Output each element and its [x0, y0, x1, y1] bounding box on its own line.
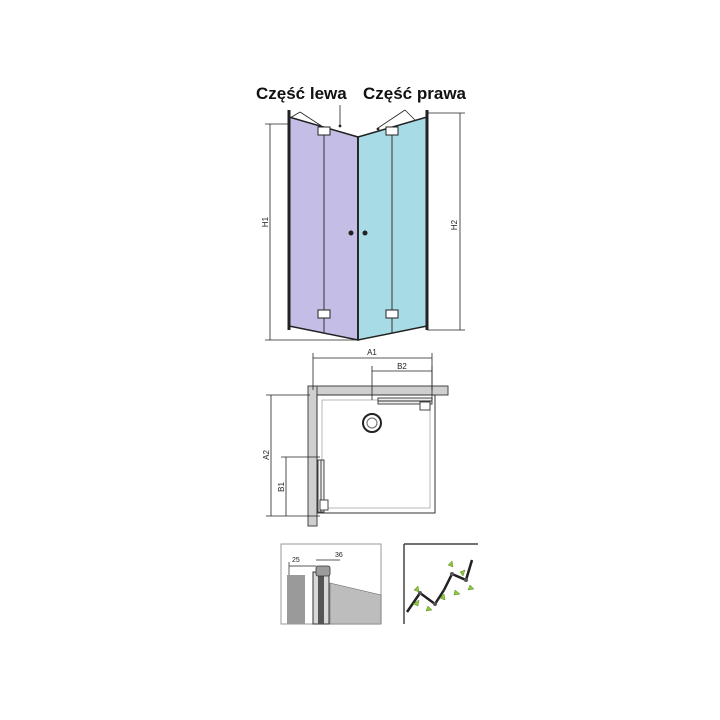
h2-label: H2 [450, 219, 459, 230]
left-wall [307, 385, 318, 527]
a2-dimension [266, 394, 320, 517]
h2-dimension [427, 112, 465, 331]
top-wall [307, 385, 449, 396]
b1-label: B1 [277, 482, 286, 492]
b2-dimension [371, 366, 433, 400]
folded-right-door [377, 397, 433, 411]
folded-left-door [317, 459, 329, 513]
dim-25-label: 25 [292, 557, 300, 564]
drain-inner [366, 417, 378, 429]
h1-dimension [265, 123, 358, 341]
hinges [317, 126, 399, 319]
a2-label: A2 [262, 450, 271, 460]
shower-tray [316, 394, 436, 514]
dim-36-label: 36 [335, 552, 343, 559]
folding-detail [403, 543, 478, 624]
b1-dimension [281, 456, 320, 516]
tray-inner [321, 399, 431, 509]
profile-detail [280, 543, 382, 625]
b2-label: B2 [397, 362, 407, 371]
h1-label: H1 [261, 216, 270, 227]
right-part-label: Część prawa [363, 84, 467, 103]
left-part-label: Część lewa [256, 84, 347, 103]
a1-label: A1 [367, 348, 377, 357]
door-knobs [348, 230, 368, 236]
a1-dimension [312, 353, 433, 390]
